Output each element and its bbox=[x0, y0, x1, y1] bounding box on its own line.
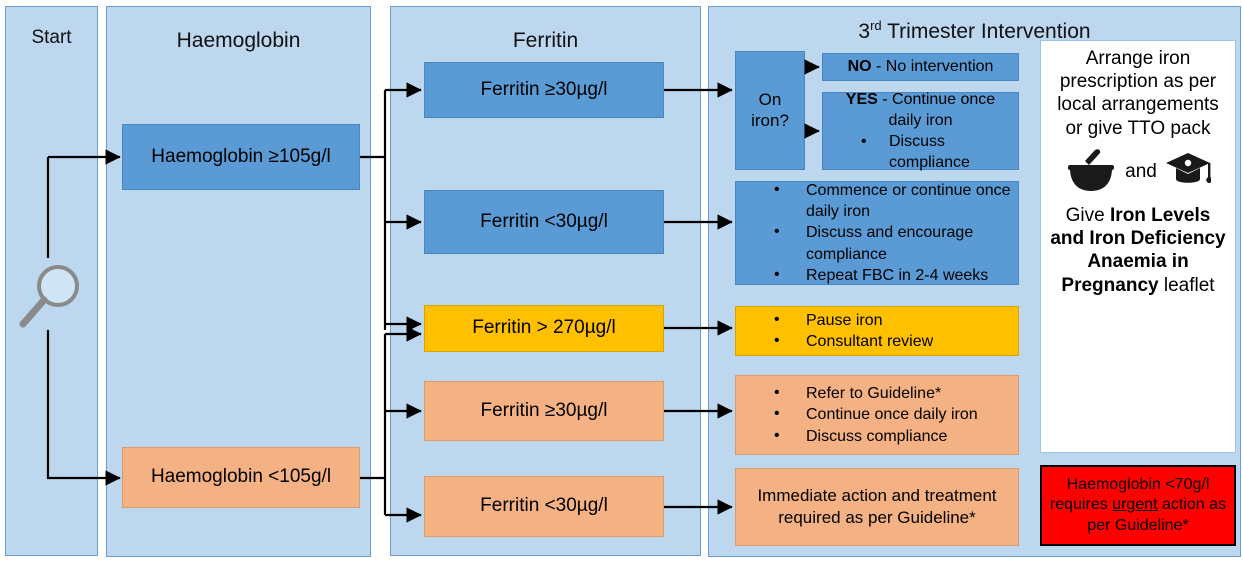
immediate-action-text: Immediate action and treatment required … bbox=[757, 485, 997, 527]
node-yes-continue-iron[interactable]: YES - Continue once daily iron Discuss c… bbox=[822, 89, 1019, 173]
yes-rest: - Continue once bbox=[877, 90, 996, 108]
node-ferritin-high-blue[interactable]: Ferritin ≥30µg/l bbox=[424, 62, 664, 118]
warning-part-2: action as per Guideline* bbox=[1087, 496, 1227, 534]
decision-line-1: On bbox=[758, 90, 782, 110]
node-ferritin-low-blue[interactable]: Ferritin <30µg/l bbox=[424, 190, 664, 254]
node-haemoglobin-low[interactable]: Haemoglobin <105g/l bbox=[122, 447, 360, 508]
warning-text: Haemoglobin <70g/l requires urgent actio… bbox=[1046, 475, 1230, 536]
node-haemoglobin-high[interactable]: Haemoglobin ≥105g/l bbox=[122, 124, 360, 190]
leaflet-suffix: leaflet bbox=[1158, 274, 1215, 296]
node-ferritin-high-peach[interactable]: Ferritin ≥30µg/l bbox=[424, 381, 664, 441]
no-line: NO - No intervention bbox=[827, 56, 1014, 77]
node-intervention-anaemic-normal-ferritin[interactable]: Refer to Guideline* Continue once daily … bbox=[735, 375, 1019, 455]
yes-label: YES bbox=[845, 90, 878, 108]
no-rest: - No intervention bbox=[871, 58, 994, 76]
leaflet-top-text: Arrange iron prescription as per local a… bbox=[1057, 48, 1219, 139]
list-item: Discuss and encourage compliance bbox=[774, 221, 1014, 264]
leaflet-prefix: Give bbox=[1065, 205, 1111, 227]
node-intervention-low-ferritin[interactable]: Commence or continue once daily iron Dis… bbox=[735, 179, 1019, 286]
node-ferritin-low-peach[interactable]: Ferritin <30µg/l bbox=[424, 476, 664, 537]
leaflet-bold-title: Iron Levels and Iron Deficiency Anaemia … bbox=[1050, 205, 1226, 296]
column-intervention-title: 3rd Trimester Intervention bbox=[709, 18, 1240, 44]
bullet-list: Refer to Guideline* Continue once daily … bbox=[740, 382, 1014, 447]
list-item: Consultant review bbox=[774, 330, 1014, 352]
column-start-title: Start bbox=[31, 27, 72, 48]
decision-line-2: iron? bbox=[751, 110, 789, 130]
leaflet-icon-row: and bbox=[1047, 146, 1229, 198]
list-item: Refer to Guideline* bbox=[774, 382, 1014, 404]
column-ferritin-title: Ferritin bbox=[512, 29, 579, 52]
leaflet-bottom-text: Give Iron Levels and Iron Deficiency Ana… bbox=[1047, 204, 1229, 297]
node-intervention-high-ferritin[interactable]: Pause iron Consultant review bbox=[735, 306, 1019, 356]
column-haemoglobin-title: Haemoglobin bbox=[176, 29, 301, 52]
node-ferritin-over270[interactable]: Ferritin > 270µg/l bbox=[424, 305, 664, 352]
leaflet-and-label: and bbox=[1125, 160, 1157, 182]
yes-line-2: daily iron bbox=[888, 111, 953, 129]
bullet-list: Pause iron Consultant review bbox=[740, 309, 1014, 352]
node-intervention-anaemic-low-ferritin[interactable]: Immediate action and treatment required … bbox=[735, 468, 1019, 546]
list-item: Repeat FBC in 2-4 weeks bbox=[774, 264, 1014, 286]
list-item: Commence or continue once daily iron bbox=[774, 179, 1014, 222]
node-no-intervention[interactable]: NO - No intervention bbox=[822, 53, 1019, 81]
no-label: NO bbox=[847, 58, 872, 76]
yes-bullet: Discuss compliance bbox=[827, 131, 1014, 173]
title-rest: Trimester Intervention bbox=[881, 20, 1091, 43]
list-item: Pause iron bbox=[774, 309, 1014, 331]
card-iron-prescription[interactable]: Arrange iron prescription as per local a… bbox=[1040, 40, 1236, 453]
graduation-cap-icon bbox=[1165, 149, 1213, 195]
magnifier-icon bbox=[19, 265, 79, 328]
list-item: Continue once daily iron bbox=[774, 403, 1014, 425]
mortar-and-pestle-icon bbox=[1065, 146, 1117, 198]
warning-part-1: Haemoglobin <70g/l requires bbox=[1049, 475, 1210, 514]
title-superscript: rd bbox=[870, 18, 882, 33]
yes-line-1: YES - Continue once bbox=[827, 89, 1014, 110]
list-item: Discuss compliance bbox=[774, 425, 1014, 447]
warning-urgent-haemoglobin[interactable]: Haemoglobin <70g/l requires urgent actio… bbox=[1040, 465, 1236, 546]
warning-underlined: urgent bbox=[1112, 496, 1158, 514]
node-decision-on-iron[interactable]: On iron? bbox=[735, 51, 805, 170]
bullet-list: Commence or continue once daily iron Dis… bbox=[740, 179, 1014, 286]
title-prefix: 3 bbox=[858, 20, 871, 43]
